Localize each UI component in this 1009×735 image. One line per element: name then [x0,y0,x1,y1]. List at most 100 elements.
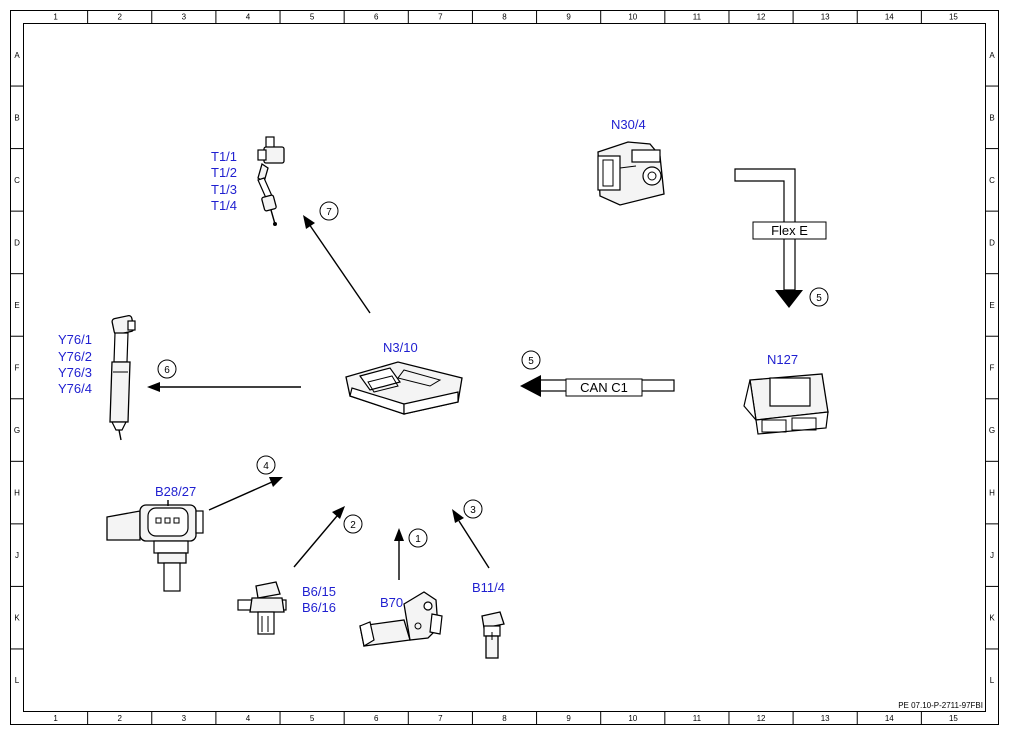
callout-1: 1 [415,534,421,545]
callout-2: 2 [350,520,356,531]
label-b11-4: B11/4 [472,580,505,595]
callout-5-can-circle [521,350,541,370]
arrow-6-head [147,382,160,392]
column-number-top: 8 [502,13,507,22]
label-y76-4: Y76/4 [58,381,92,396]
callout-1-circle [408,528,428,548]
row-letter-left: H [14,489,20,498]
row-letter-right: F [990,364,995,373]
column-number-bottom: 13 [821,714,830,723]
label-y76-2: Y76/2 [58,349,92,364]
control-unit-n127-illustration [743,373,829,435]
callout-2-circle [343,514,363,534]
row-letter-left: K [14,614,20,623]
column-number-bottom: 15 [949,714,958,723]
label-b28-27: B28/27 [155,484,196,499]
row-letter-left: C [14,176,20,185]
callout-7-circle [319,201,339,221]
row-letter-right: G [989,426,995,435]
label-b6-16: B6/16 [302,600,336,615]
arrow-3-line [458,520,490,569]
row-letter-right: K [989,614,995,623]
callout-3: 3 [470,505,476,516]
column-number-top: 11 [693,13,702,22]
row-letter-right: H [989,489,995,498]
column-number-bottom: 7 [438,714,443,723]
column-number-top: 12 [757,13,766,22]
row-letter-right: L [990,676,995,685]
row-letter-left: E [14,301,19,310]
row-letter-left: B [14,113,19,122]
row-letter-left: J [15,551,19,560]
reference-code: PE 07.10-P-2711-97FBI [898,701,983,710]
arrow-4-line [208,481,273,511]
outer-frame [10,10,999,725]
callout-6-circle [157,359,177,379]
column-number-bottom: 2 [117,714,122,723]
label-y76-1: Y76/1 [58,332,92,347]
callout-5-flex-circle [809,287,829,307]
can-c1-label: CAN C1 [580,380,628,395]
row-letter-left: D [14,238,20,247]
column-number-top: 9 [566,13,571,22]
arrow-1-head [394,528,404,541]
camshaft-sensor-b6-illustration [237,581,287,635]
can-c1-box [565,378,643,397]
column-number-bottom: 12 [757,714,766,723]
glow-plug-t1-illustration [257,136,285,226]
callout-6: 6 [164,365,170,376]
label-t1-4: T1/4 [211,198,237,213]
label-n30-4: N30/4 [611,117,646,132]
arrow-4-head [269,477,283,487]
row-letter-left: G [14,426,20,435]
row-letter-right: B [989,113,994,122]
label-t1-3: T1/3 [211,182,237,197]
engine-control-unit-n3-10-illustration [345,361,463,415]
flex-e-box [752,221,827,240]
column-number-bottom: 8 [502,714,507,723]
column-number-top: 14 [885,13,894,22]
row-letter-left: A [14,51,20,60]
callout-3-circle [463,499,483,519]
can-c1-arrow-head [520,375,541,397]
callout-4-circle [256,455,276,475]
column-number-top: 3 [182,13,187,22]
row-letter-right: D [989,238,995,247]
column-number-bottom: 4 [246,714,251,723]
column-number-bottom: 10 [628,714,637,723]
temperature-sensor-b11-4-illustration [481,611,505,659]
callout-4: 4 [263,461,269,472]
pressure-sensor-b28-27-illustration [106,500,204,592]
arrow-7-head [303,215,315,229]
column-number-bottom: 9 [566,714,571,723]
crankshaft-sensor-b70-illustration [359,591,443,647]
row-letter-left: L [15,676,20,685]
column-number-top: 5 [310,13,315,22]
flex-e-label: Flex E [771,223,808,238]
row-letter-right: A [989,51,995,60]
arrow-7-line [308,223,371,314]
label-n127: N127 [767,352,798,367]
left-row-scale: A B C D E F G H J K L [10,51,24,685]
label-b70: B70 [380,595,403,610]
flex-e-arrow-head [775,290,803,308]
row-letter-left: F [15,364,20,373]
arrow-2-line [293,515,338,568]
column-number-top: 2 [117,13,122,22]
callout-5-flex: 5 [816,293,822,304]
column-number-bottom: 5 [310,714,315,723]
label-t1-1: T1/1 [211,149,237,164]
column-number-bottom: 14 [885,714,894,723]
label-y76-3: Y76/3 [58,365,92,380]
inner-frame [23,23,986,712]
column-number-bottom: 3 [182,714,187,723]
column-number-top: 7 [438,13,443,22]
column-number-bottom: 1 [53,714,58,723]
row-letter-right: J [990,551,994,560]
column-number-top: 1 [53,13,58,22]
column-number-top: 6 [374,13,379,22]
